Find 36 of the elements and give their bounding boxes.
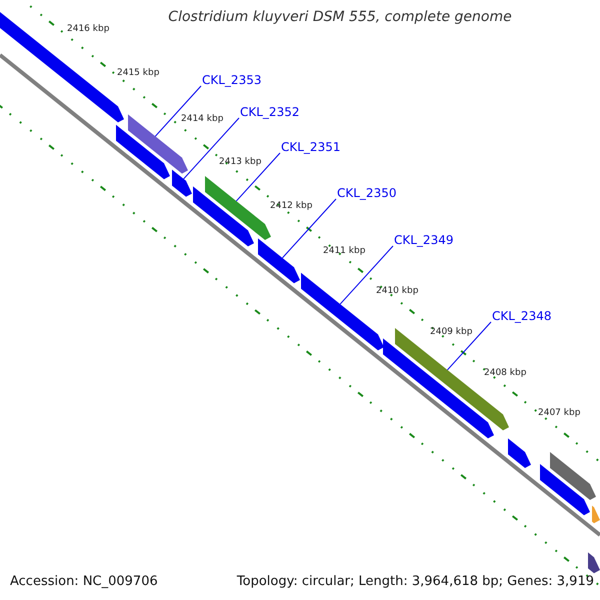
gene-block	[395, 328, 509, 430]
scale-label: 2412 kbp	[270, 202, 312, 211]
scale-label: 2411 kbp	[323, 247, 366, 256]
leader-line	[282, 198, 336, 258]
gene-block	[508, 438, 531, 468]
leader-line	[340, 246, 394, 305]
scale-label: 2409 kbp	[430, 328, 472, 337]
gene-label: CKL_2352	[240, 106, 300, 118]
scale-label: 2407 kbp	[538, 409, 580, 418]
accession-note: Accession: NC_009706	[10, 575, 158, 588]
scale-label: 2413 kbp	[219, 158, 262, 167]
leader-line	[236, 152, 280, 202]
gene-block	[193, 186, 254, 246]
gene-label: CKL_2349	[394, 234, 454, 246]
leader-line	[446, 322, 492, 370]
leader-line	[183, 118, 240, 180]
gene-block	[116, 124, 170, 180]
gene-label: CKL_2353	[202, 74, 262, 86]
gene-block	[540, 464, 590, 516]
gene-block	[588, 552, 600, 574]
title: Clostridium kluyveri DSM 555, complete genome	[167, 10, 513, 24]
scale-label: 2416 kbp	[67, 25, 110, 34]
gene-label: CKL_2351	[281, 141, 340, 153]
scale-label: 2408 kbp	[484, 369, 526, 378]
leader-line	[154, 86, 202, 137]
gene-label: CKL_2348	[492, 310, 552, 322]
gene-block	[172, 170, 192, 197]
gene-block	[592, 506, 600, 524]
gene-block	[550, 452, 596, 500]
gene-block	[205, 176, 271, 240]
scale-label: 2410 kbp	[376, 287, 418, 296]
scale-label: 2414 kbp	[181, 115, 224, 124]
gene-block	[258, 238, 300, 284]
gene-label: CKL_2350	[337, 187, 396, 199]
genome-info: Topology: circular; Length: 3,964,618 bp; Genes: 3,919	[236, 575, 594, 588]
scale-label: 2415 kbp	[117, 69, 160, 78]
